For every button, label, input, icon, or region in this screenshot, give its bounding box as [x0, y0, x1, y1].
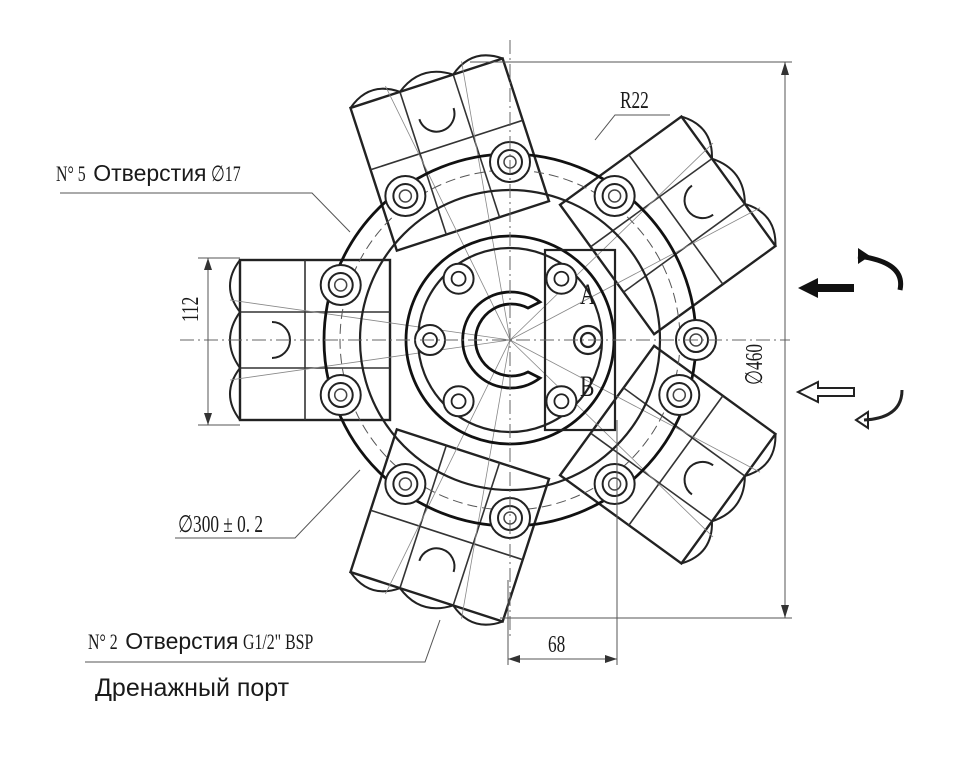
dimension-lines [198, 61, 792, 665]
holes-2-word: Отверстия [125, 628, 239, 654]
filled-arrow-left-icon [798, 278, 854, 298]
holes-5-label: N° 5 Отверстия ∅17 [56, 160, 252, 187]
dim-300: ∅300 ± 0. 2 [178, 512, 264, 538]
radius-r22: R22 [620, 88, 649, 114]
hub-bolt [442, 385, 475, 418]
hub-bolt [442, 262, 475, 295]
rotation-arrows [854, 248, 904, 430]
dim-460: ∅460 [742, 344, 768, 385]
leader-lines [60, 114, 670, 663]
holes-5-word: Отверстия [93, 160, 207, 186]
port-a-label: A [580, 278, 596, 311]
cylinder-arm [509, 339, 778, 566]
dim-68: 68 [548, 632, 566, 658]
curved-outline-arrow-icon [863, 389, 904, 422]
center-lines [180, 40, 790, 640]
flow-in-arrow [798, 278, 854, 298]
holes-5-prefix: N° 5 [56, 161, 86, 186]
cylinder-arm [509, 114, 778, 341]
shaft-bore [461, 290, 543, 390]
flow-out-arrow [795, 380, 855, 404]
mounting-hole [658, 374, 701, 417]
port-b-label: B [580, 370, 595, 403]
mounting-hole [319, 374, 362, 417]
holes-2-prefix: N° 2 [88, 629, 118, 654]
mounting-hole [319, 263, 362, 306]
holes-5-size: ∅17 [210, 161, 241, 186]
mounting-hole [593, 174, 636, 217]
dim-112: 112 [178, 296, 204, 322]
holes-2-label: N° 2 Отверстия G1/2" BSP [88, 628, 340, 655]
holes-2-size: G1/2" BSP [242, 629, 313, 654]
drain-port-label: Дренажный порт [95, 674, 290, 702]
hub-bolt [545, 385, 578, 418]
hub-bolt [545, 262, 578, 295]
mounting-hole [384, 463, 427, 506]
outline-arrow-left-icon [795, 380, 855, 404]
curved-arrow-icon [857, 253, 904, 291]
mounting-hole [593, 463, 636, 506]
mounting-hole [384, 174, 427, 217]
